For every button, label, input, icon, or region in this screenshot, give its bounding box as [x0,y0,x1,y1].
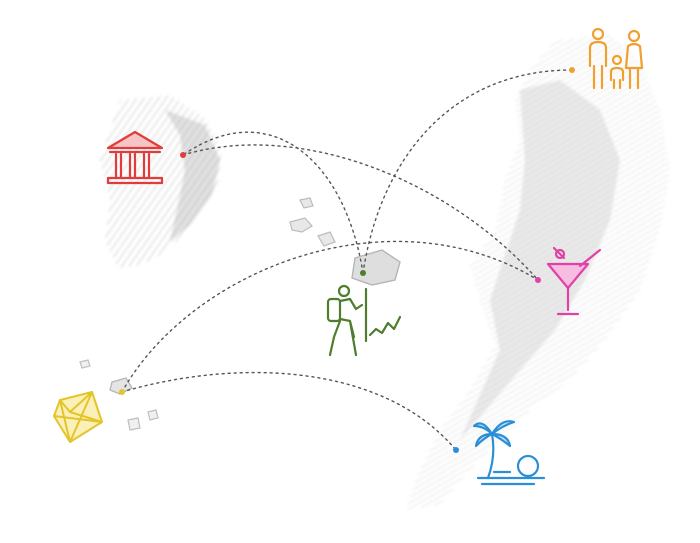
museum-dot[interactable] [180,152,186,158]
hiker-icon[interactable] [326,284,402,357]
island-small-3 [317,231,336,247]
landmass-west-shade [165,110,220,242]
island-central [351,249,401,286]
terrain [79,35,670,510]
island-small-1 [289,217,313,233]
route-hub-family [362,69,573,274]
island-west-1 [109,377,133,395]
museum-icon[interactable] [106,130,164,185]
island-small-2 [299,197,314,209]
family-dot[interactable] [569,67,575,73]
route-diamond-cocktail [121,240,539,393]
island-west-3 [127,417,141,431]
diamond-icon[interactable] [53,391,103,443]
family-icon[interactable] [588,27,644,90]
route-hub-museum [182,131,364,274]
routes [121,69,573,451]
cocktail-icon[interactable] [546,246,602,316]
route-museum-cocktail [182,144,539,281]
beach-dot[interactable] [453,447,459,453]
island-west-4 [147,409,159,421]
landmass-east-shade [460,80,620,440]
hub-dot[interactable] [360,270,366,276]
location-dots [119,67,575,453]
cocktail-dot[interactable] [535,277,541,283]
palm-beach-icon[interactable] [472,420,546,486]
diamond-dot[interactable] [119,389,125,395]
island-west-2 [79,359,91,369]
route-diamond-beach [121,371,457,451]
